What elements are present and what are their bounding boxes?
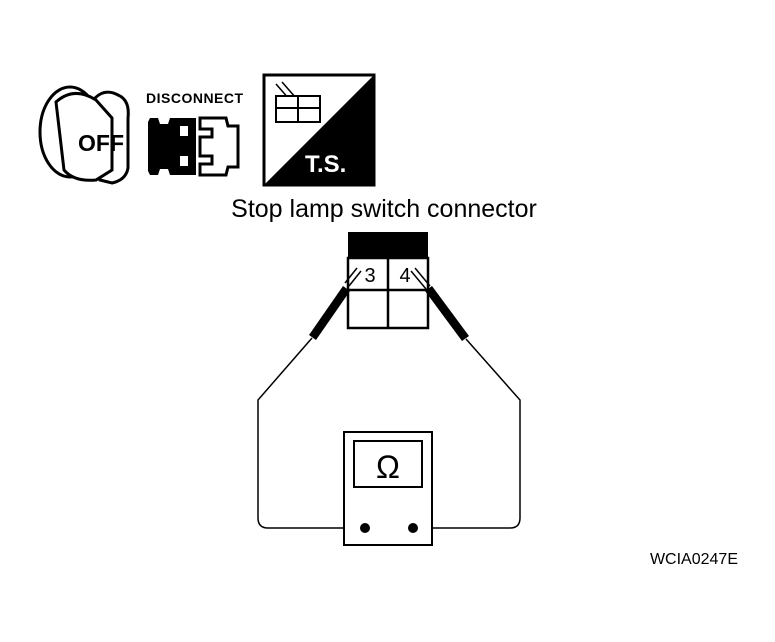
left-probe [257,267,365,529]
disconnect-label: DISCONNECT [146,90,244,106]
ignition-off-icon: OFF [38,85,130,185]
stop-lamp-switch-connector: 3 4 [346,232,430,330]
connector-pin-icon [275,81,321,123]
ignition-off-label: OFF [78,130,124,156]
terminal-4-label: 4 [399,265,410,287]
right-probe [410,267,521,529]
meter-terminal-right [408,523,418,533]
connector-title: Stop lamp switch connector [231,195,537,223]
ohm-symbol: Ω [376,449,400,485]
meter-terminal-left [360,523,370,533]
test-symbol-icon: T.S. [262,73,376,187]
ohmmeter: Ω [343,431,433,546]
test-symbol-label: T.S. [305,151,346,178]
figure-code: WCIA0247E [650,551,738,568]
terminal-3-label: 3 [364,265,375,287]
disconnect-icon: DISCONNECT [146,90,244,177]
